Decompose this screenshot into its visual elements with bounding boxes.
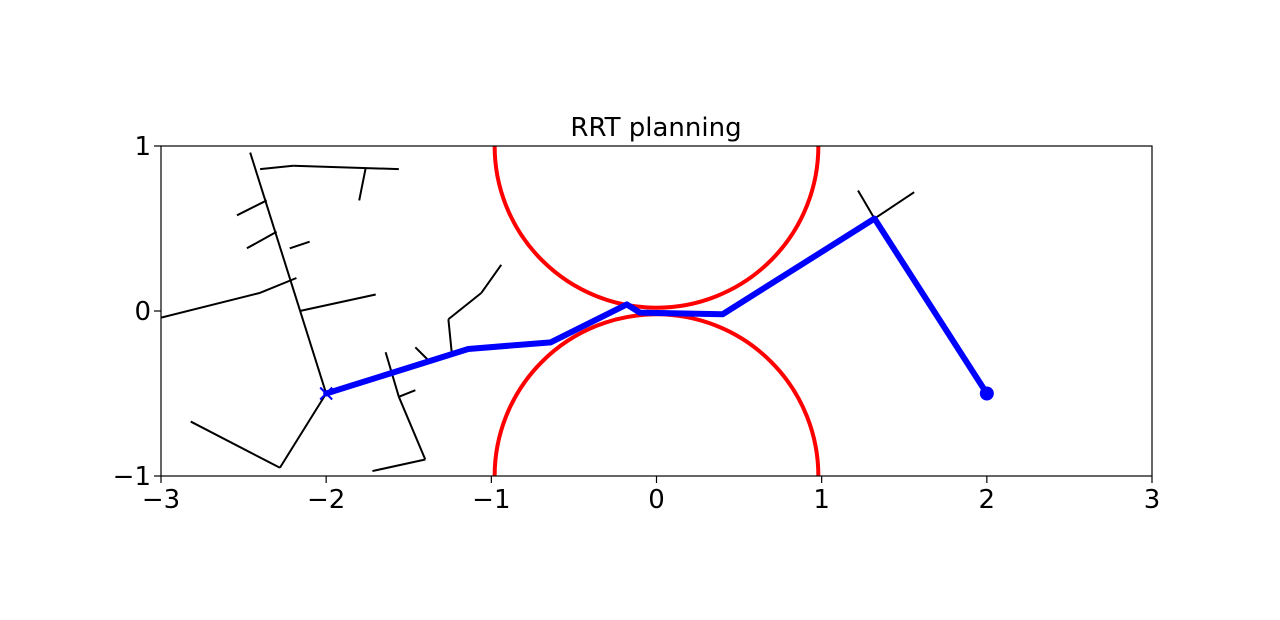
tree-edge	[358, 167, 367, 201]
y-tick-label: −1	[113, 462, 151, 492]
tree-edge	[372, 458, 426, 473]
tree-edge	[299, 293, 376, 312]
chart-title: RRT planning	[570, 113, 741, 143]
tree-edge	[414, 346, 430, 362]
x-tick-label: −3	[142, 485, 180, 515]
x-tick-label: 1	[813, 485, 830, 515]
tree-edge	[873, 191, 915, 220]
tree-edge	[249, 152, 328, 394]
goal-marker-stroke	[319, 386, 333, 401]
tree-edge	[447, 292, 483, 321]
y-tick-label: 0	[134, 297, 151, 327]
tree-edge	[397, 396, 427, 460]
x-tick-label: −1	[472, 485, 510, 515]
tree-edge	[447, 319, 453, 353]
obstacle-circle-1	[492, 146, 821, 310]
y-tick-label: 1	[134, 132, 151, 162]
goal-point-marker	[319, 386, 333, 401]
tree-edge	[236, 199, 268, 217]
markers	[319, 386, 994, 401]
tree-edge	[161, 291, 261, 319]
x-tick-label: 3	[1144, 485, 1161, 515]
planned-path-line	[323, 215, 990, 397]
tree-edge	[398, 389, 416, 398]
tree-edge	[246, 230, 278, 250]
x-tick-label: 2	[979, 485, 996, 515]
axes: −3 −2 −1 0 1 2 3 −1 0 1	[113, 132, 1161, 515]
tree-edge	[260, 164, 294, 171]
tree-edge	[857, 190, 876, 220]
tree-edge	[480, 264, 503, 294]
start-point-marker	[979, 386, 994, 401]
obstacle-circle-2	[492, 312, 821, 476]
tree-edge	[259, 277, 297, 294]
tree-edge	[293, 164, 399, 171]
plot-area	[161, 146, 990, 476]
tree-edge	[289, 240, 310, 250]
x-tick-label: −2	[307, 485, 345, 515]
tree-edge	[190, 420, 281, 469]
x-tick-label: 0	[648, 485, 665, 515]
tree-edge	[279, 392, 328, 469]
